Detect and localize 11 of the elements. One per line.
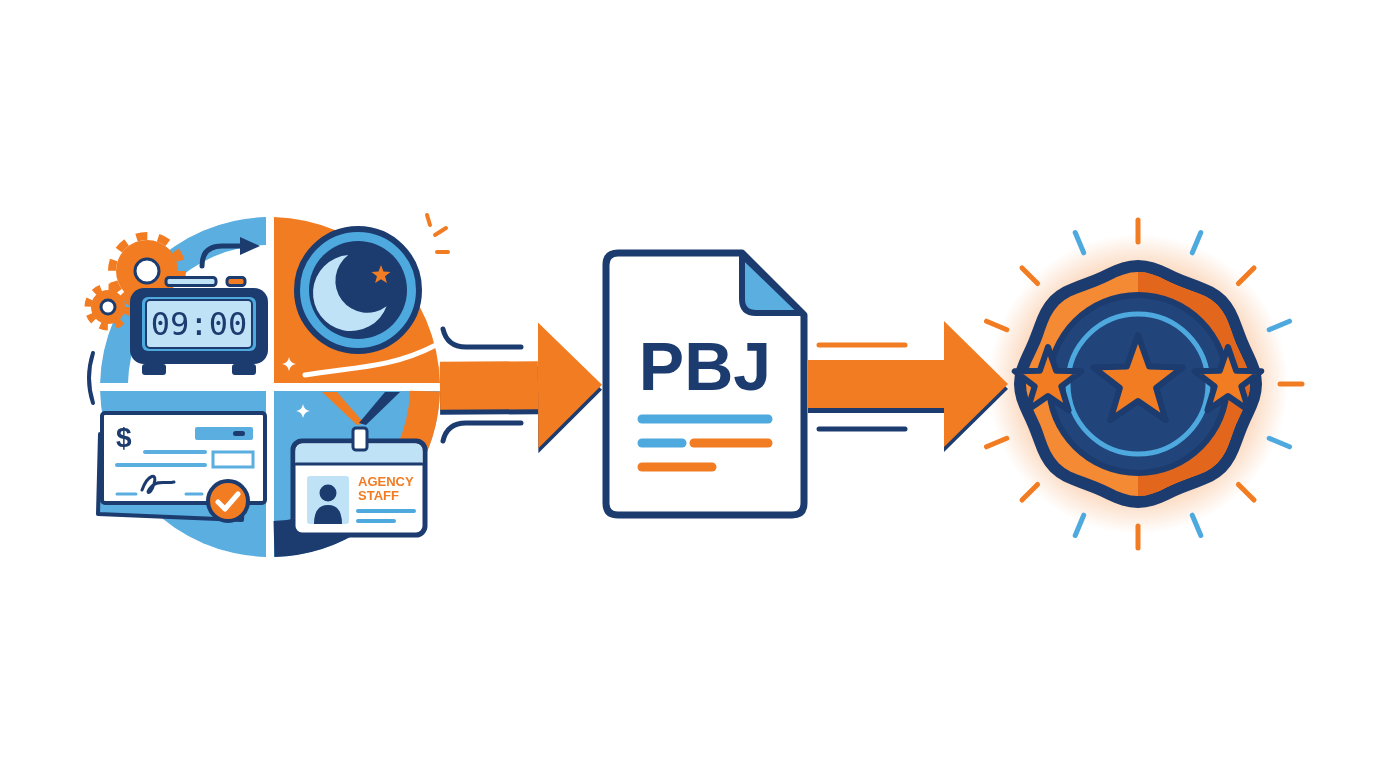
clock-time: 09:00 (150, 308, 248, 340)
moon-disc (293, 225, 423, 355)
id-badge (290, 425, 428, 539)
digital-clock (128, 276, 270, 376)
dollar-sign: $ (116, 424, 132, 452)
flow-arrow (439, 322, 602, 449)
document-title: PBJ (638, 332, 772, 400)
cheque (96, 410, 268, 524)
badge-text: AGENCY STAFF (358, 475, 414, 504)
flow-arrow (808, 321, 1008, 447)
document (602, 249, 808, 519)
